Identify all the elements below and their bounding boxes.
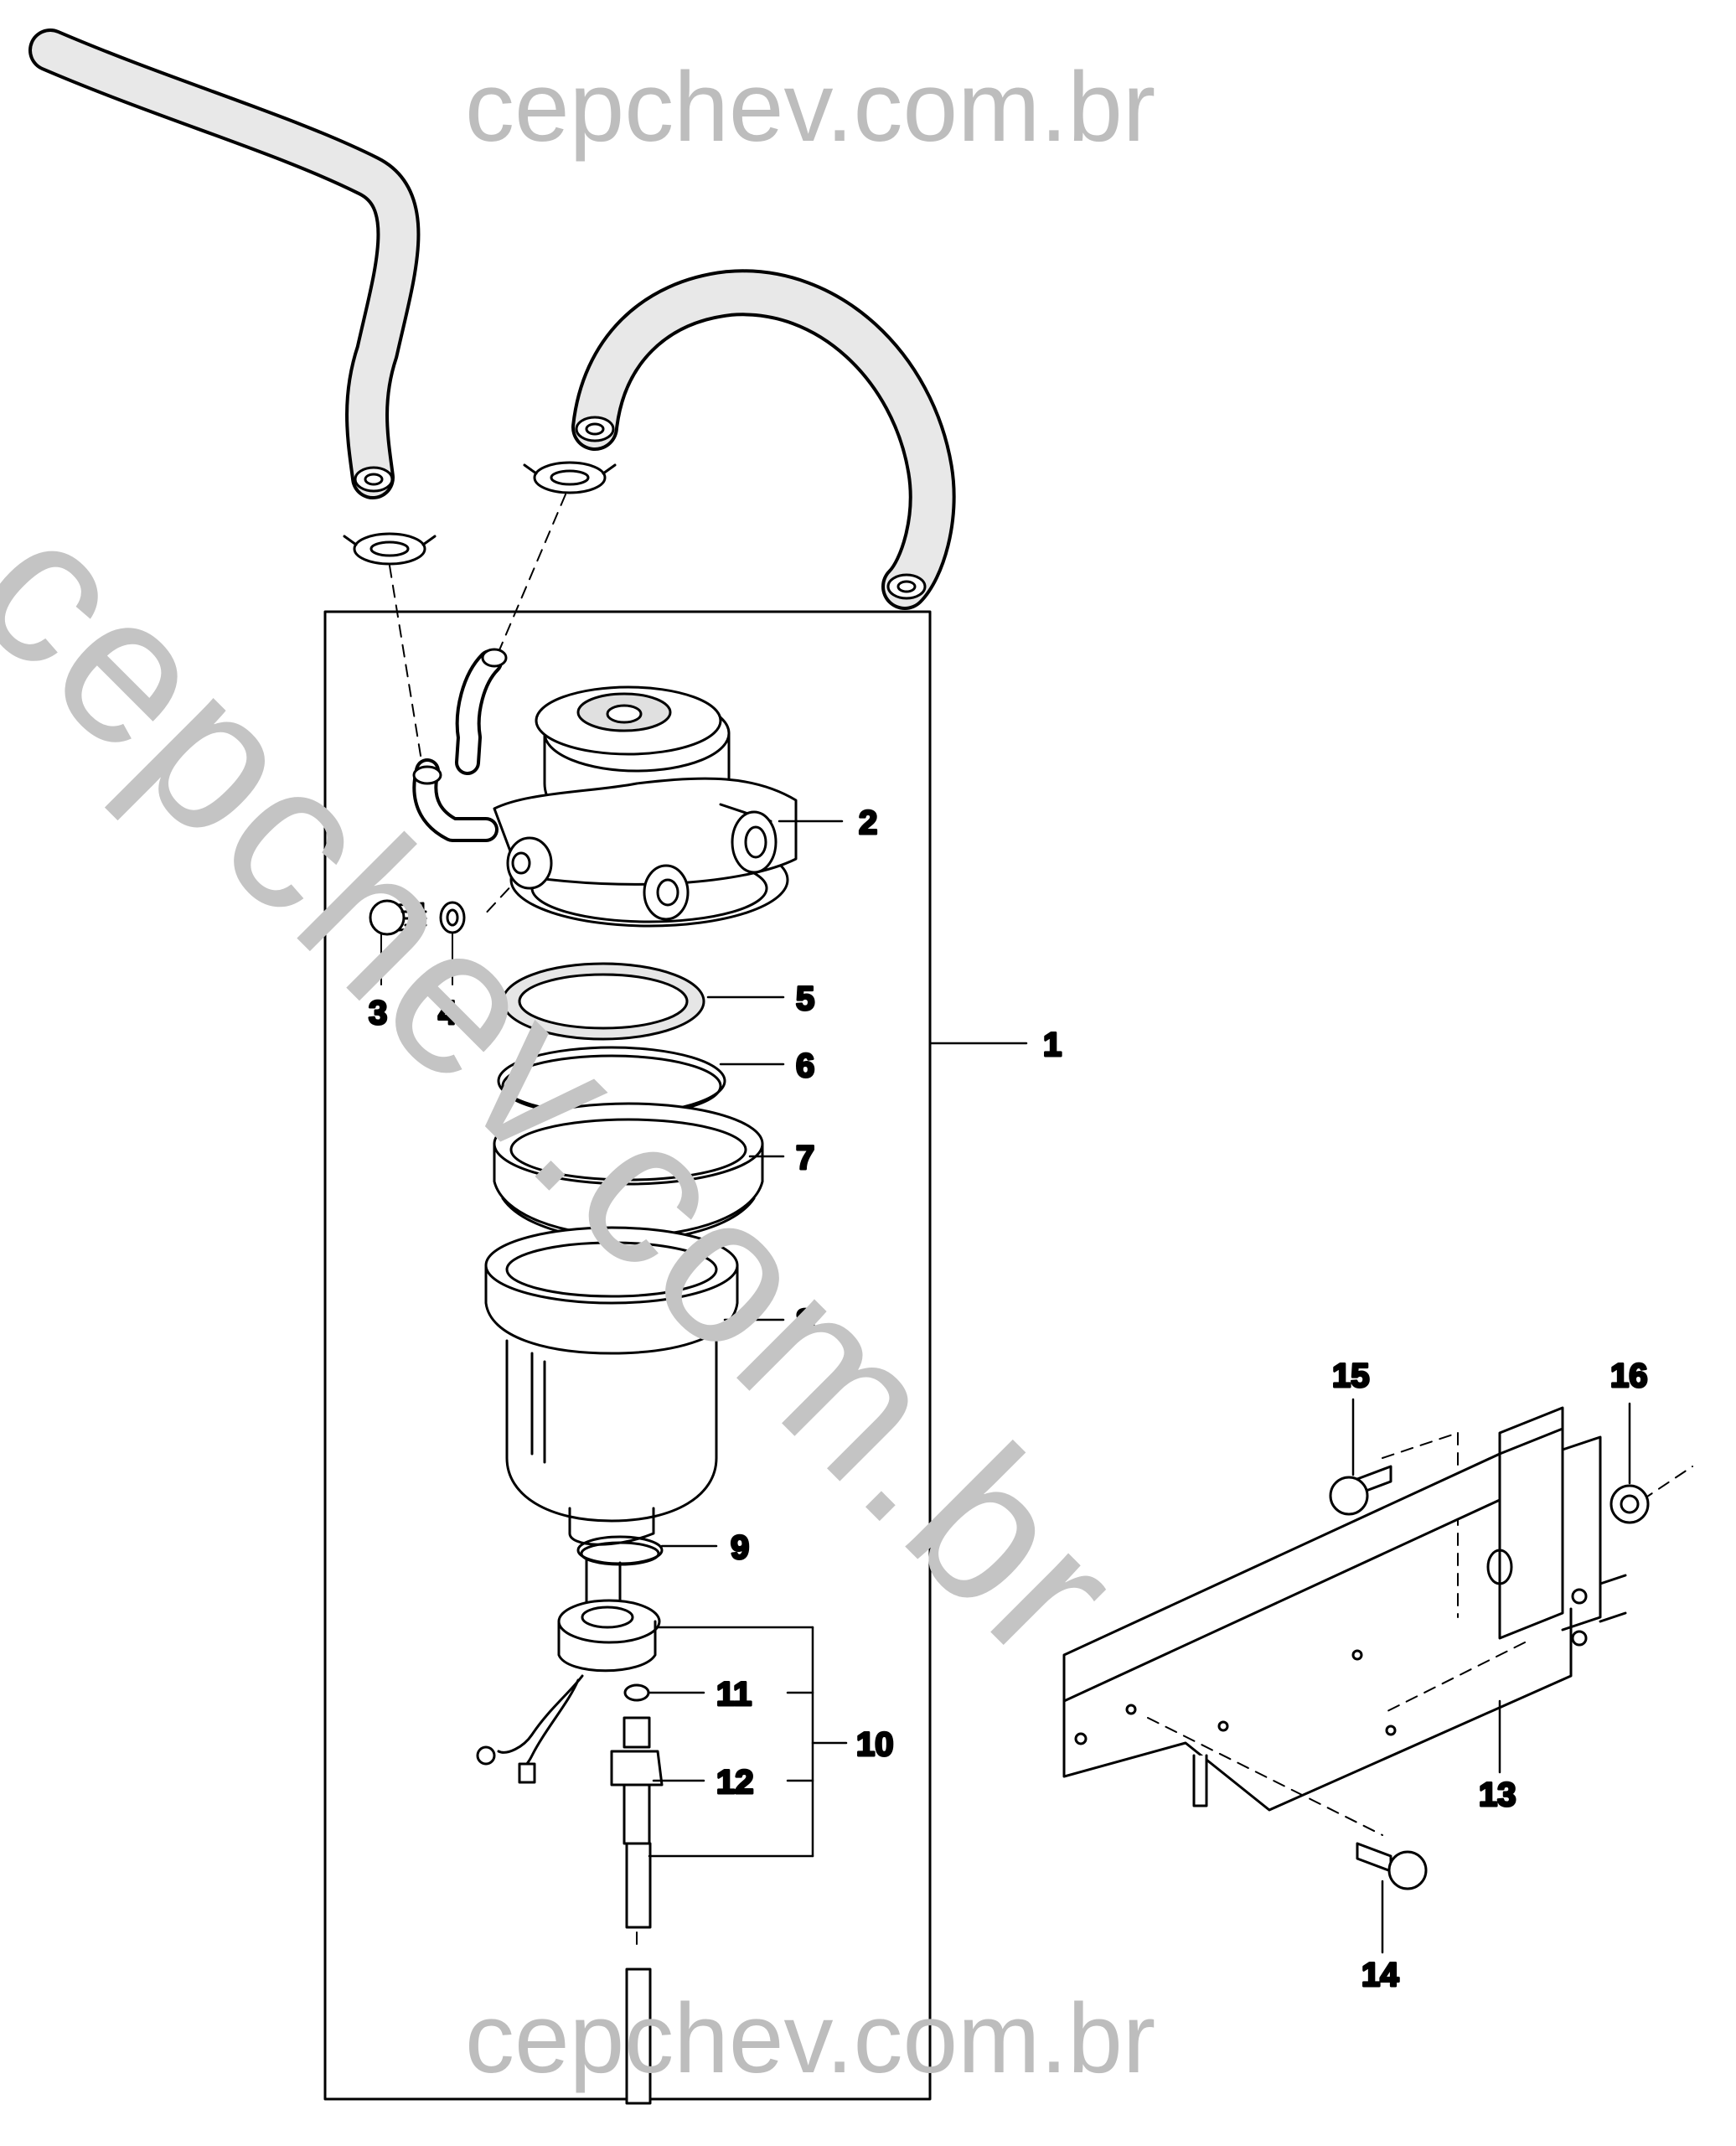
watermark-top: cepchev.com.br <box>465 52 1156 163</box>
alignment-lines <box>389 494 1693 1953</box>
callout-3: 3 <box>369 995 387 1032</box>
gasket-ring <box>501 962 705 1041</box>
hex-nut <box>1609 1484 1650 1524</box>
callout-10: 10 <box>856 1726 894 1763</box>
callout-14: 14 <box>1361 1957 1399 1993</box>
callout-15: 15 <box>1332 1357 1370 1394</box>
callout-16: 16 <box>1610 1357 1648 1394</box>
watermark-bottom: cepchev.com.br <box>465 1983 1156 2094</box>
callout-13: 13 <box>1479 1776 1516 1813</box>
callout-2: 2 <box>859 804 877 841</box>
hose-clamp-left <box>343 532 437 566</box>
sealing-washer <box>439 901 466 934</box>
callout-1: 1 <box>1043 1026 1062 1063</box>
filter-head <box>412 648 798 928</box>
fuel-hose-upper-left <box>28 28 421 499</box>
callout-5: 5 <box>796 980 814 1017</box>
bracket-bolt-upper <box>1329 1465 1392 1516</box>
callout-labels: 2 3 4 5 6 1 7 8 9 11 10 12 15 16 13 14 <box>368 804 1650 1995</box>
callout-4: 4 <box>438 995 457 1032</box>
bracket-bolt-lower <box>1356 1842 1428 1890</box>
callout-7: 7 <box>796 1140 814 1176</box>
filter-cartridge <box>484 1226 739 1546</box>
water-sensor-assembly <box>476 1557 661 1784</box>
mounting-bracket <box>1062 1406 1627 1812</box>
fuel-hose-arch <box>571 269 956 610</box>
callout-9: 9 <box>731 1529 749 1566</box>
water-level-sensor <box>610 1716 664 2105</box>
banjo-bolt <box>369 899 427 936</box>
hose-clamp-right <box>523 461 617 494</box>
callout-6: 6 <box>796 1047 814 1084</box>
sensor-o-ring <box>623 1683 650 1702</box>
callout-11: 11 <box>716 1676 752 1713</box>
leader-lines <box>648 820 1631 1954</box>
drain-o-ring <box>576 1535 664 1566</box>
callout-12: 12 <box>716 1764 754 1801</box>
callout-8: 8 <box>796 1303 814 1340</box>
retaining-ring-nut <box>493 1102 764 1242</box>
